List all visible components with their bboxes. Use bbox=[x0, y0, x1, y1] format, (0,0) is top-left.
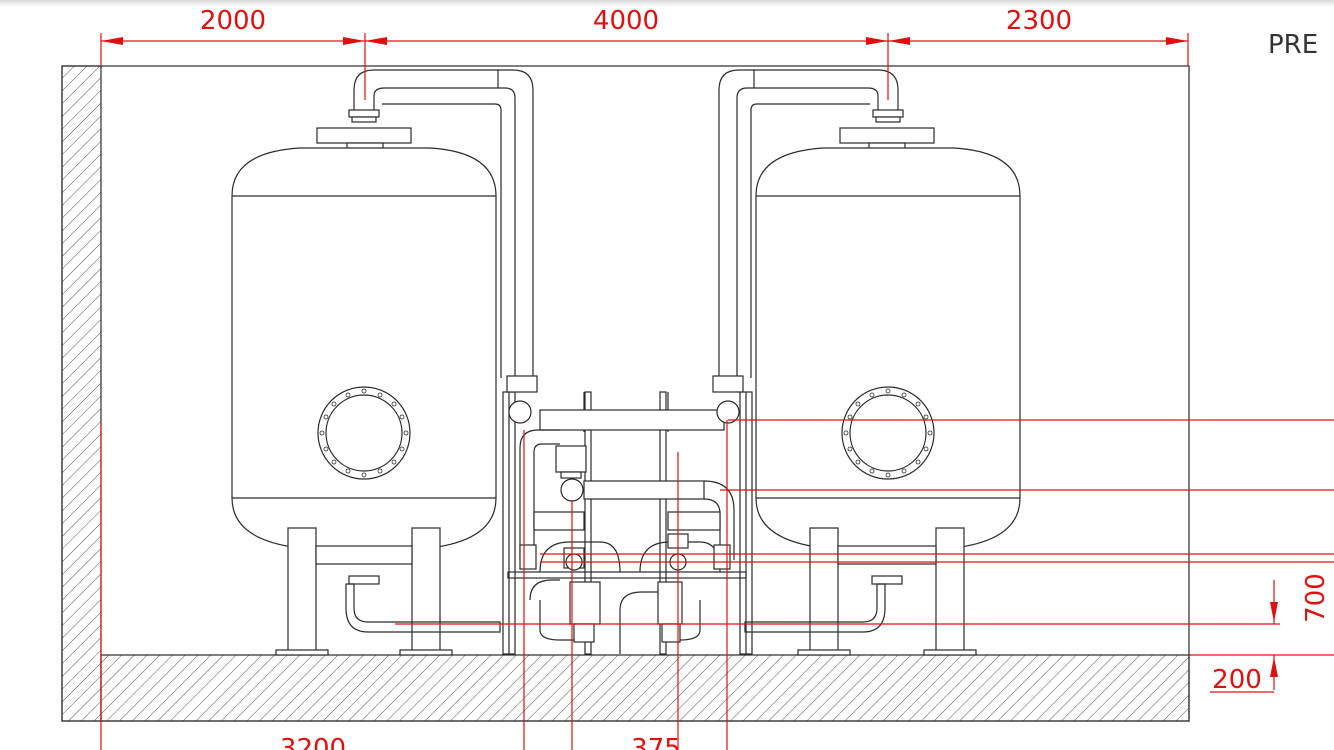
dimension-label-top-right: 2300 bbox=[1006, 6, 1072, 36]
dimension-label-top-middle: 4000 bbox=[593, 6, 659, 36]
dimension-label-bottom-middle: 375 bbox=[631, 734, 681, 750]
right-overhead-pipe bbox=[718, 69, 904, 378]
dimension-arrows bbox=[101, 37, 1278, 677]
left-filter-tank bbox=[231, 127, 497, 549]
floor-slab-hatch bbox=[100, 654, 1190, 722]
left-tank-legs bbox=[275, 527, 501, 656]
dimension-lines bbox=[100, 33, 1334, 750]
dimension-label-bottom-left: 3200 bbox=[280, 734, 346, 750]
right-tank-legs bbox=[744, 527, 977, 656]
dimension-label-right-base: 200 bbox=[1212, 665, 1262, 695]
view-label: PRE bbox=[1268, 30, 1318, 60]
window-top-edge bbox=[0, 0, 1334, 7]
right-filter-tank bbox=[755, 127, 1021, 549]
left-manhole-bolts bbox=[319, 388, 409, 478]
wall-hatch bbox=[61, 65, 102, 722]
left-overhead-pipe bbox=[348, 69, 534, 378]
dimension-label-top-left: 2000 bbox=[200, 6, 266, 36]
manifold-pipes bbox=[519, 409, 735, 654]
right-manhole-bolts bbox=[843, 388, 933, 478]
right-manhole bbox=[841, 386, 935, 480]
dimension-label-right-height: 700 bbox=[1301, 573, 1331, 623]
left-manhole bbox=[317, 386, 411, 480]
